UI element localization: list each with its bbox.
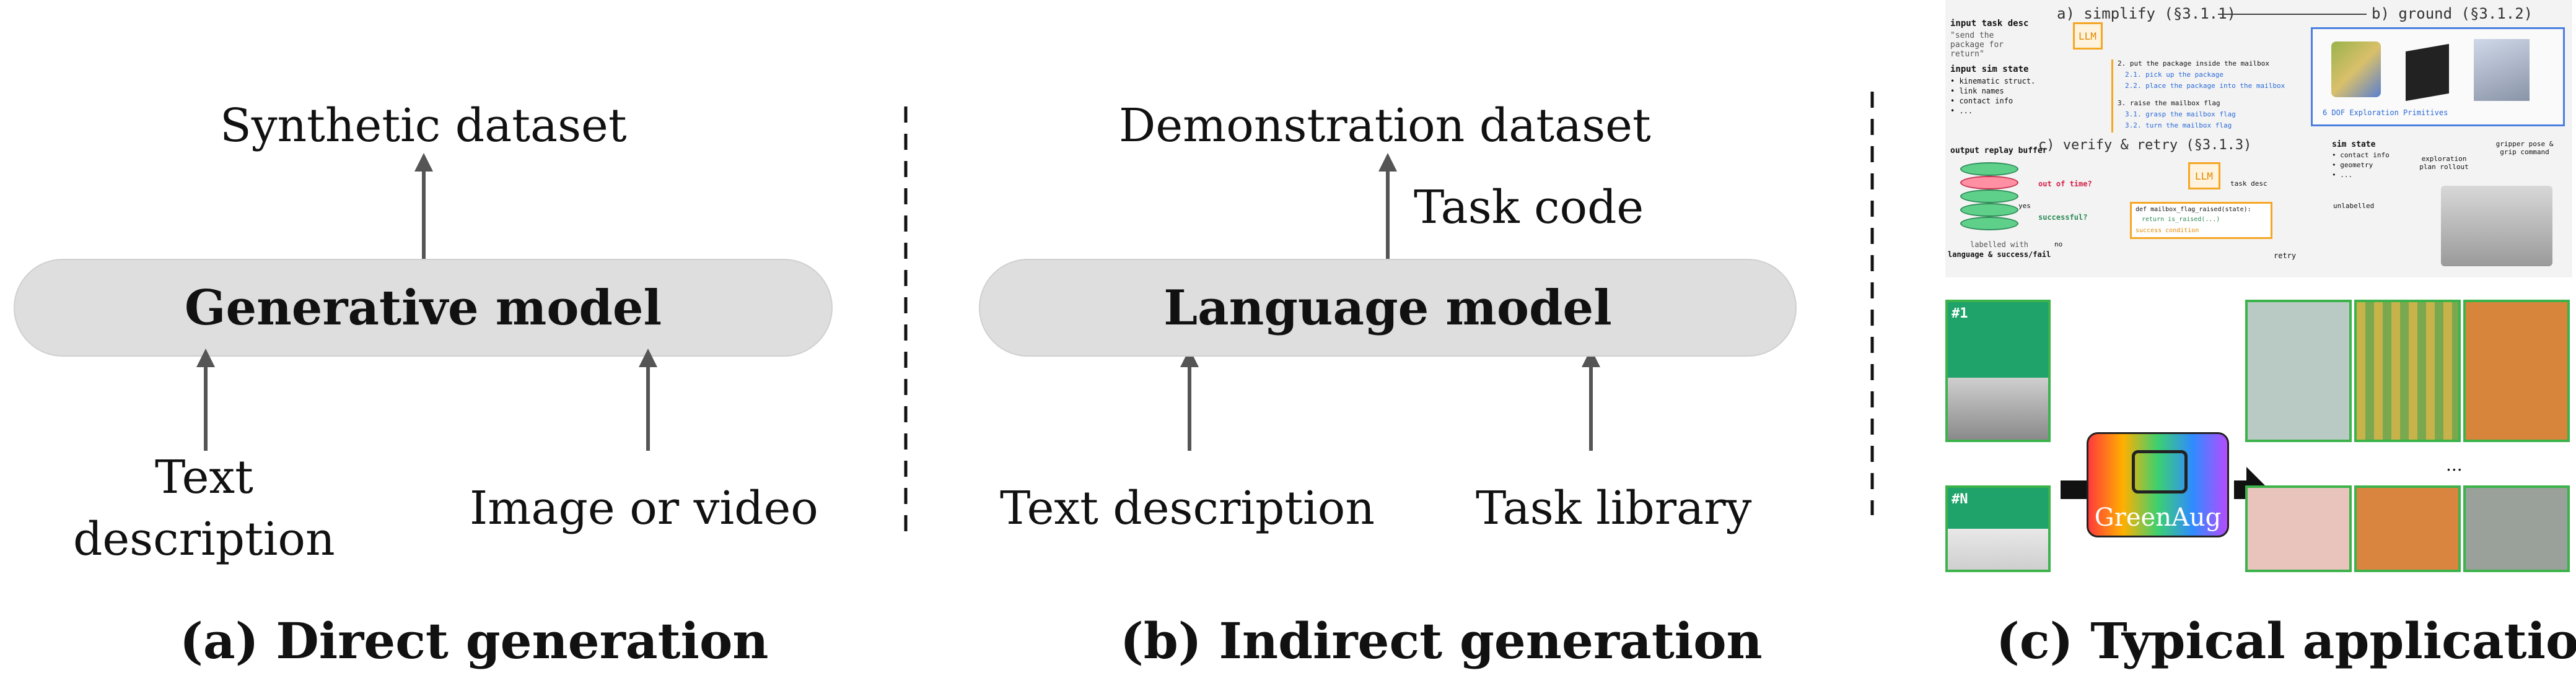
sim-state-label: sim state [2332,140,2376,149]
plan-line-3: 2.2. place the package into the mailbox [2125,82,2285,90]
input-task-desc-label: input task desc [1950,19,2029,28]
llm-label-bottom: LLM [2195,170,2213,182]
yes-label: yes [2018,202,2031,210]
aug-frame-4 [2245,485,2352,572]
aug-frame-1 [2245,300,2352,442]
aug-frame-6 [2463,485,2570,572]
step-a-label: a) simplify (§3.1.1) [2057,5,2236,22]
successful: successful? [2038,213,2088,222]
aug-frame-2 [2354,300,2461,442]
plan-line-4: 3. raise the mailbox flag [2118,99,2220,107]
text-description-label-line2: description [73,513,335,566]
step-c-label: c) verify & retry (§3.1.3) [2038,137,2252,153]
object-render-3 [2474,39,2530,101]
replay-buffer-stack [1960,162,2018,237]
source-frame-n: #N [1945,485,2051,572]
sim-state-item-1: • contact info [2332,151,2390,159]
code-line: return is_raised(...) [2142,216,2220,223]
greenaug-box: GreenAug [2087,432,2229,537]
language-model-label: Language model [1163,280,1612,336]
plan-line-6: 3.2. turn the mailbox flag [2125,121,2232,129]
primitives-label: 6 DOF Exploration Primitives [2323,108,2448,117]
label-line: language & success/fail [1948,250,2051,259]
llm-box-bottom: LLM [2188,162,2220,189]
ground-illustration: 6 DOF Exploration Primitives [2311,27,2565,126]
task-library-label: Task library [1476,482,1752,535]
camera-icon [2132,450,2188,493]
arrow-out-of-greenaug [2234,480,2246,499]
plan-box [2111,59,2274,133]
sim-item-4: • ... [1950,106,1973,115]
gripper-label: gripper pose & grip command [2495,140,2554,156]
robot-render [2441,186,2552,266]
sim-item-3: • contact info [1950,97,2013,105]
code-title: def mailbox_flag_raised(state): [2136,206,2251,213]
greenaug-figure: #1 #N GreenAug ... [1945,300,2572,577]
sim-item-1: • kinematic struct. [1950,77,2036,85]
greenaug-label: GreenAug [2094,503,2222,532]
sim-item-2: • link names [1950,87,2004,95]
llm-label-top: LLM [2079,30,2096,42]
object-render-1 [2331,41,2381,97]
source-frame-1: #1 [1945,300,2051,442]
out-of-time: out of time? [2038,180,2092,188]
aug-frame-5 [2354,485,2461,572]
frame-first-label: #1 [1952,306,1968,321]
code-box: def mailbox_flag_raised(state): return i… [2130,202,2272,239]
task-code-label: Task code [1414,181,1644,234]
no-label: no [2054,240,2063,248]
step-b-label: b) ground (§3.1.2) [2372,5,2533,22]
image-or-video-label: Image or video [470,482,818,535]
input-sim-state-label: input sim state [1950,64,2029,74]
caption-a: (a) Direct generation [180,612,769,670]
sim-state-item-3: • ... [2332,171,2353,179]
frame-last-label: #N [1952,492,1968,507]
synthetic-dataset-label: Synthetic dataset [220,99,627,152]
exploration-label: exploration plan rollout [2419,155,2469,171]
labelled-with: labelled with [1970,240,2028,249]
unlabelled-label: unlabelled [2333,202,2375,210]
aug-frame-3 [2463,300,2570,442]
plan-line-1: 2. put the package inside the mailbox [2118,59,2270,67]
generative-model-box: Generative model [14,259,833,357]
caption-c: (c) Typical application [1996,612,2576,670]
language-model-box: Language model [979,259,1797,357]
ellipsis-label: ... [2446,454,2463,475]
pipeline-figure: a) simplify (§3.1.1) b) ground (§3.1.2) … [1945,0,2572,277]
sim-state-item-2: • geometry [2332,161,2373,169]
plan-line-2: 2.1. pick up the package [2125,71,2223,79]
task-desc-label: task desc [2230,180,2267,188]
demonstration-dataset-label: Demonstration dataset [1119,99,1651,152]
caption-b: (b) Indirect generation [1120,612,1763,670]
text-description-label-line1: Text [155,451,253,504]
retry-label: retry [2274,251,2297,260]
output-buffer-label: output replay buffer [1950,146,2048,155]
task-quote: "send the package for return" [1950,31,2004,59]
object-render-2 [2406,43,2449,102]
generative-model-label: Generative model [184,280,662,336]
text-description-b-label: Text description [1000,482,1375,535]
step-divider-top [2218,14,2367,15]
plan-line-5: 3.1. grasp the mailbox flag [2125,110,2236,118]
llm-box-top: LLM [2073,22,2103,50]
success-condition: success condition [2136,227,2199,234]
